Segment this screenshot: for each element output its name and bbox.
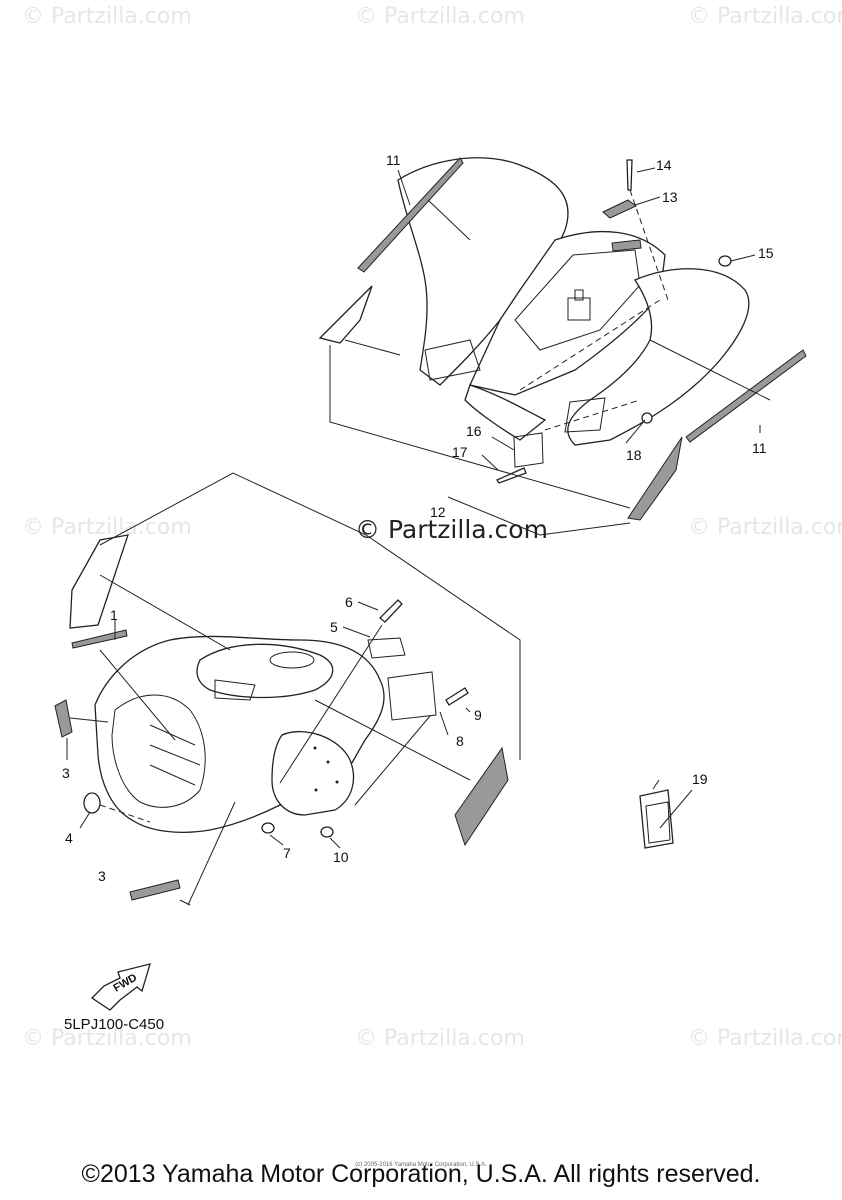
callout-6: 6	[345, 594, 353, 610]
small-copyright-note: (c) 2005-2016 Yamaha Motor Corporation, …	[355, 1162, 487, 1168]
callout-3: 3	[62, 765, 70, 781]
callout-labels: 11 14 13 15 11 16 17 18 12 1 6 5 9 8 3 4…	[62, 152, 774, 884]
callout-8: 8	[456, 733, 464, 749]
front-leaders	[66, 472, 521, 906]
callout-13: 13	[662, 189, 678, 205]
watermark: © Partzilla.com	[355, 4, 525, 29]
watermark: © Partzilla.com	[688, 1026, 842, 1051]
rear-leaders	[329, 167, 771, 536]
watermark: © Partzilla.com	[22, 1026, 192, 1051]
diagram-code: 5LPJ100-C450	[64, 1016, 165, 1033]
watermark: © Partzilla.com	[688, 515, 842, 540]
front-fender	[94, 635, 385, 833]
callout-5: 5	[330, 619, 338, 635]
rear-fender	[397, 157, 750, 446]
callout-12: 12	[430, 504, 446, 520]
callout-3: 3	[98, 868, 106, 884]
center-watermark: © Partzilla.com	[355, 515, 548, 544]
callout-7: 7	[283, 845, 291, 861]
label-card-19	[639, 779, 693, 849]
watermark: © Partzilla.com	[22, 515, 192, 540]
callout-11: 11	[386, 152, 401, 168]
callout-16: 16	[466, 423, 482, 439]
callout-17: 17	[452, 444, 468, 460]
callout-11: 11	[752, 440, 767, 456]
callout-9: 9	[474, 707, 482, 723]
callout-18: 18	[626, 447, 642, 463]
front-decals	[54, 534, 509, 901]
watermark: © Partzilla.com	[688, 4, 842, 29]
rear-decals	[318, 157, 807, 521]
callout-14: 14	[656, 157, 672, 173]
copyright-footer: ©2013 Yamaha Motor Corporation, U.S.A. A…	[81, 1160, 761, 1188]
watermark: © Partzilla.com	[22, 4, 192, 29]
watermark: © Partzilla.com	[355, 1026, 525, 1051]
callout-10: 10	[333, 849, 349, 865]
callout-1: 1	[110, 607, 118, 623]
callout-4: 4	[65, 830, 73, 846]
fwd-arrow: FWD	[90, 963, 151, 1011]
callout-15: 15	[758, 245, 774, 261]
callout-19: 19	[692, 771, 708, 787]
